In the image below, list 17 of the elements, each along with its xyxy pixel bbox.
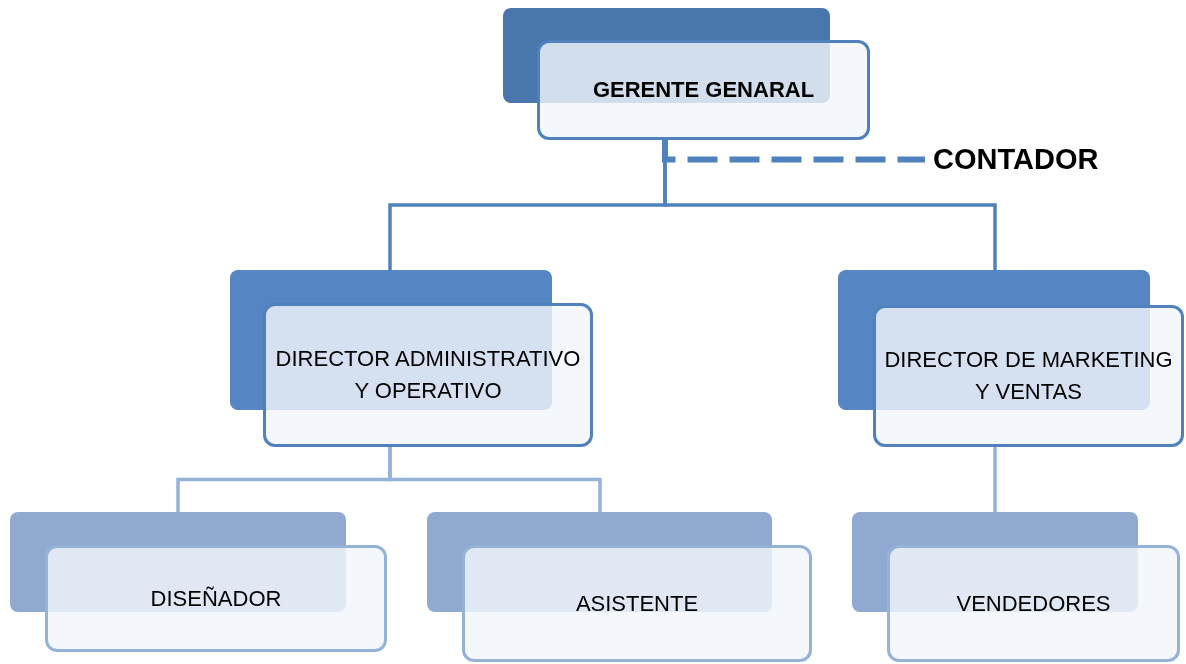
position-box <box>427 512 812 662</box>
position-title: GERENTE GENARAL <box>591 76 816 105</box>
connector-line <box>388 447 602 512</box>
position-box <box>838 270 1184 447</box>
position-box <box>852 512 1180 662</box>
position-box <box>503 8 870 140</box>
connector-line <box>993 447 997 512</box>
dashed-connector <box>662 140 925 163</box>
position-title: DIRECTOR ADMINISTRATIVO Y OPERATIVO <box>274 345 582 405</box>
position-label: CONTADOR <box>933 143 1099 176</box>
position-title: VENDEDORES <box>955 589 1112 618</box>
position-title: DIRECTOR DE MARKETING Y VENTAS <box>883 346 1174 406</box>
connector-line <box>663 140 997 270</box>
position-box <box>10 512 387 652</box>
position-title: ASISTENTE <box>574 589 700 618</box>
position-title: DISEÑADOR <box>149 584 283 613</box>
position-box <box>230 270 593 447</box>
